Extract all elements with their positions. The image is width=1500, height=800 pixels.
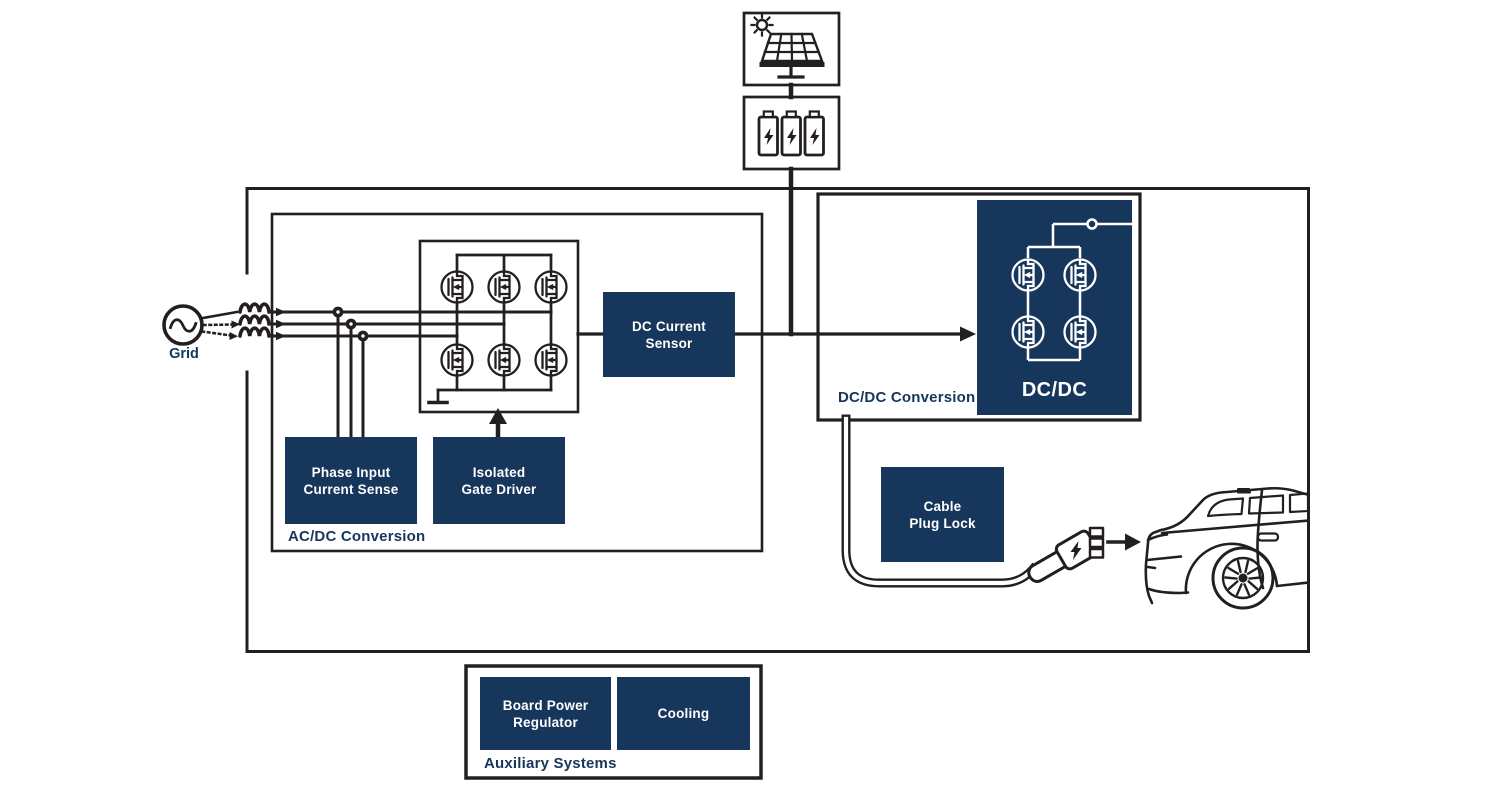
mosfet-icon bbox=[534, 270, 568, 304]
grid-feed-lines bbox=[201, 310, 240, 340]
cable-plug-lock-box: Cable Plug Lock bbox=[881, 467, 1004, 562]
isolated-gate-driver-label: Isolated Gate Driver bbox=[461, 464, 537, 497]
cable-plug-lock-label: Cable Plug Lock bbox=[909, 498, 976, 531]
dcdc-conversion-box bbox=[816, 192, 1142, 422]
phase-input-current-sense-label: Phase Input Current Sense bbox=[303, 464, 399, 497]
mosfet-icon bbox=[534, 343, 568, 377]
phase-input-current-sense-box: Phase Input Current Sense bbox=[285, 437, 417, 524]
mosfet-icon bbox=[440, 343, 474, 377]
plug-to-car-arrow bbox=[1106, 533, 1141, 551]
cooling-box: Cooling bbox=[617, 677, 750, 750]
dc-current-sensor-label: DC Current Sensor bbox=[631, 318, 706, 351]
charging-plug-icon bbox=[1027, 526, 1105, 583]
phase-lines bbox=[267, 307, 553, 341]
acdc-conversion-box bbox=[270, 212, 764, 553]
grid-source-icon bbox=[162, 304, 204, 346]
dcdc-conversion-label: DC/DC Conversion bbox=[838, 389, 976, 406]
dcdc-converter-block bbox=[977, 200, 1132, 415]
board-power-regulator-box: Board Power Regulator bbox=[480, 677, 611, 750]
auxiliary-systems-box bbox=[464, 664, 763, 780]
cooling-label: Cooling bbox=[657, 706, 710, 721]
car-icon bbox=[1144, 486, 1307, 610]
dc-current-sensor-box: DC Current Sensor bbox=[603, 292, 735, 377]
auxiliary-systems-label: Auxiliary Systems bbox=[484, 755, 617, 772]
solar-panel-icon bbox=[750, 13, 825, 79]
phase-sense-taps bbox=[332, 306, 369, 439]
dcdc-converter-label: DC/DC bbox=[1021, 379, 1088, 401]
wheel-spokes bbox=[1224, 559, 1262, 596]
dcdc-topology bbox=[1026, 218, 1132, 362]
board-power-regulator-label: Board Power Regulator bbox=[502, 697, 589, 730]
isolated-gate-driver-box: Isolated Gate Driver bbox=[433, 437, 565, 524]
grid-label: Grid bbox=[169, 346, 199, 362]
inductor-coils-icon bbox=[238, 302, 271, 338]
mosfet-icon bbox=[487, 270, 521, 304]
battery-bank-icon bbox=[757, 110, 825, 157]
gate-drive-arrow bbox=[489, 408, 507, 441]
acdc-conversion-label: AC/DC Conversion bbox=[288, 528, 426, 545]
mosfet-icon bbox=[440, 270, 474, 304]
output-terminal-icon bbox=[1086, 218, 1098, 230]
system-enclosure-box bbox=[245, 187, 1310, 653]
charging-cable bbox=[841, 414, 1040, 588]
mosfet-icon bbox=[487, 343, 521, 377]
three-phase-bridge bbox=[427, 253, 553, 405]
three-phase-bridge-box bbox=[418, 239, 580, 414]
